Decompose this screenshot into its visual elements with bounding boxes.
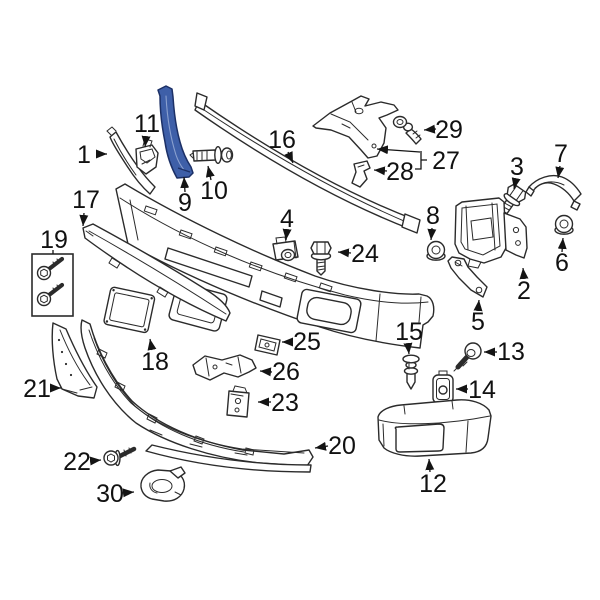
callout-1-label: 1 [77,141,91,169]
callout-7[interactable]: 7 [554,140,568,179]
callout-3[interactable]: 3 [510,153,524,190]
callout-26-label: 26 [272,358,300,386]
callout-27[interactable]: 27 [376,145,460,175]
callout-3-label: 3 [510,153,524,181]
part-20-lower-valance-drawing [80,319,314,467]
part-14-clip-drawing [432,370,454,404]
callout-11[interactable]: 11 [134,110,160,148]
callout-21-label: 21 [23,375,51,403]
callout-15[interactable]: 15 [395,318,423,355]
callout-2[interactable]: 2 [517,267,531,305]
part-26-bracket-drawing [192,354,257,381]
callout-28-label: 28 [386,158,414,186]
callout-29[interactable]: 29 [423,116,463,144]
callout-30-label: 30 [96,480,124,508]
part-23-bracket-drawing [226,385,250,418]
lower-lip-strip-drawing [145,444,312,473]
callout-27-label: 27 [432,147,460,175]
callout-22-label: 22 [63,448,91,476]
callout-15-label: 15 [395,318,423,346]
callout-23[interactable]: 23 [258,389,299,417]
callout-9-label: 9 [178,189,192,217]
callout-12[interactable]: 12 [419,458,447,498]
callout-10[interactable]: 10 [200,165,228,205]
part-25-bracket-drawing [254,334,281,356]
part-17-absorber-drawing [82,223,231,322]
part-18-license-bracket-drawing [103,286,156,334]
part-22-bolt-drawing [103,446,137,467]
part-27-mounting-bracket-drawing [312,95,399,159]
callout-1[interactable]: 1 [77,141,107,169]
callout-8-label: 8 [426,202,440,230]
part-16-upper-bar-drawing [194,92,421,234]
callout-10-label: 10 [200,177,228,205]
part-29-push-pin-drawing [392,115,422,145]
part-12-end-cap-drawing [377,399,492,457]
callout-2-label: 2 [517,277,531,305]
callout-25[interactable]: 25 [282,328,321,356]
callout-4[interactable]: 4 [280,205,294,241]
callout-28[interactable]: 28 [373,158,414,186]
callout-6[interactable]: 6 [555,237,569,277]
part-1-molding-drawing [106,126,156,195]
part-10-bolt-drawing [189,145,234,164]
part-9-highlighted-bracket-drawing[interactable] [157,85,194,179]
callout-24[interactable]: 24 [337,240,379,268]
callout-8[interactable]: 8 [426,202,440,241]
callout-13[interactable]: 13 [484,338,525,366]
callout-22[interactable]: 22 [63,448,102,476]
callout-23-label: 23 [271,389,299,417]
part-15-push-pin-drawing [402,354,420,390]
callout-20[interactable]: 20 [314,432,356,460]
callout-17-label: 17 [72,186,100,214]
part-7-support-arm-drawing [525,174,582,211]
part-24-bolt-drawing [310,241,332,276]
part-30-tow-hook-drawing [140,466,186,502]
part-13-screw-drawing [453,342,482,372]
callout-5[interactable]: 5 [471,299,485,336]
callout-20-label: 20 [328,432,356,460]
callout-17[interactable]: 17 [72,186,100,227]
callout-19-label: 19 [40,226,68,254]
part-8-nut-drawing [426,240,446,261]
callout-21[interactable]: 21 [23,375,61,403]
callout-24-label: 24 [351,240,379,268]
callout-6-label: 6 [555,249,569,277]
callout-14[interactable]: 14 [456,376,496,404]
part-11-bracket-drawing [135,138,159,175]
callout-18-label: 18 [141,348,169,376]
part-19-hardware-kit-drawing [31,253,74,317]
callout-9[interactable]: 9 [178,176,192,217]
callout-11-label: 11 [134,110,160,138]
part-21-valance-end-drawing [51,322,98,399]
callout-13-label: 13 [497,338,525,366]
part-4-clip-nut-drawing [272,236,299,262]
callout-7-label: 7 [554,140,568,168]
callout-14-label: 14 [468,376,496,404]
callout-30[interactable]: 30 [96,480,135,508]
callout-5-label: 5 [471,308,485,336]
callout-12-label: 12 [419,470,447,498]
callout-18[interactable]: 18 [141,338,169,376]
callout-19[interactable]: 19 [40,226,68,254]
callout-29-label: 29 [435,116,463,144]
part-6-nut-drawing [554,214,574,235]
part-2-mounting-plate-drawing [454,197,528,269]
callout-4-label: 4 [280,205,294,233]
callout-16[interactable]: 16 [268,126,296,164]
part-28-bracket-drawing [351,160,371,188]
callout-26[interactable]: 26 [259,358,300,386]
part-5-support-bracket-drawing [447,256,488,298]
callout-25-label: 25 [293,328,321,356]
callout-16-label: 16 [268,126,296,154]
